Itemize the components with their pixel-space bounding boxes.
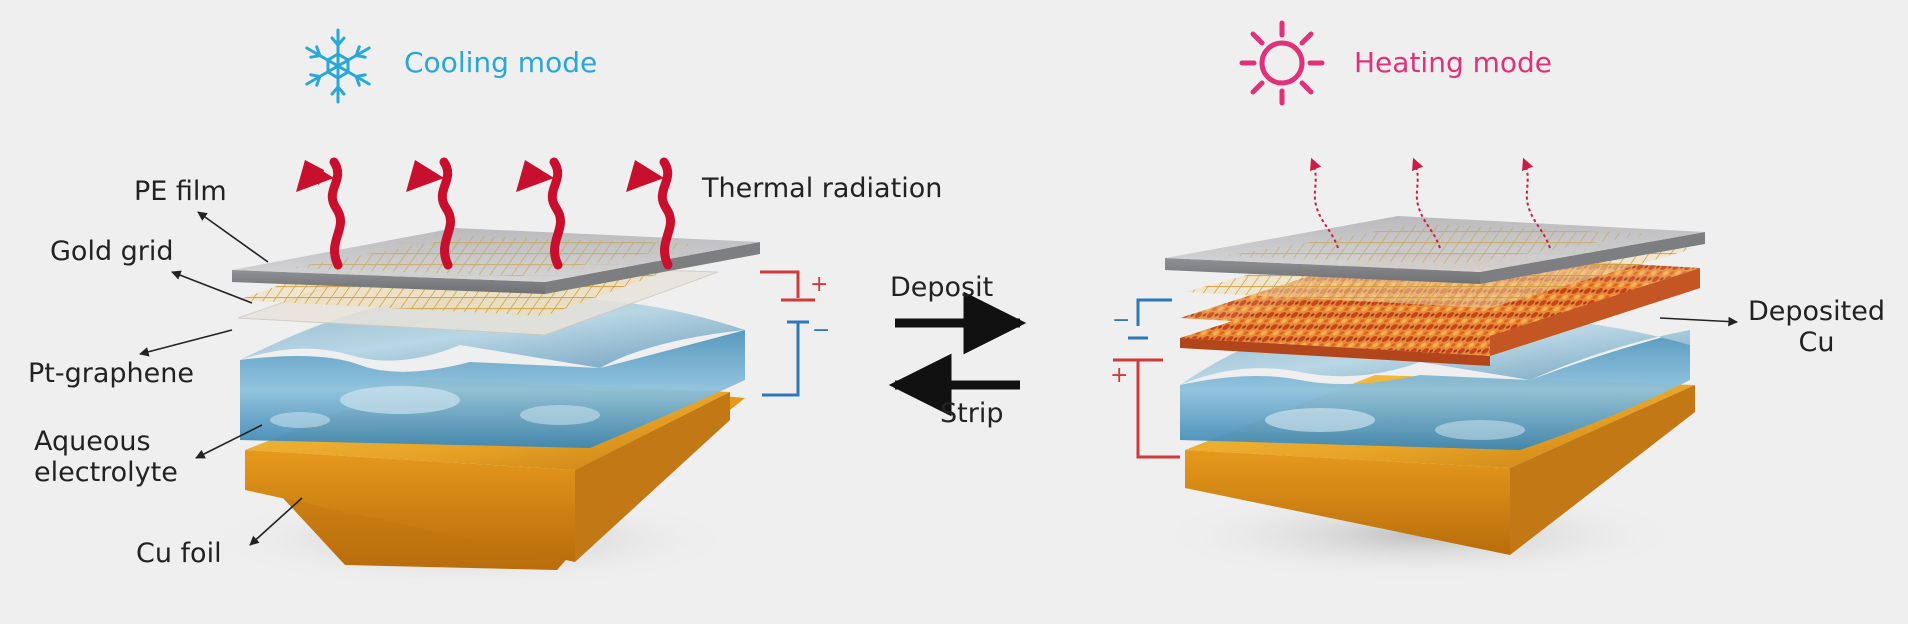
cooling-leaders [139, 211, 303, 546]
thermal-arrow-2 [437, 157, 456, 270]
cooling-electrolyte-layer [240, 295, 745, 448]
heating-negative-lead [1136, 298, 1172, 326]
heating-positive-lead [1136, 360, 1180, 459]
cooling-device [139, 157, 815, 590]
sun-icon [1239, 20, 1325, 106]
cu-foil-leader [249, 497, 303, 546]
cooling-negative-sign: − [812, 318, 831, 343]
weak-radiation-arrows [1309, 157, 1551, 249]
electrolyte-leader [195, 424, 263, 459]
thermal-radiation-label: Thermal radiation [702, 173, 943, 204]
thermal-arrowhead-3 [516, 160, 554, 192]
gold-grid-label: Gold grid [50, 236, 174, 267]
pt-graphene-leader [139, 329, 233, 357]
electrolyte-label-line2: electrolyte [34, 457, 178, 489]
cooling-positive-sign: + [810, 272, 829, 297]
cooling-pe-film-layer [232, 228, 760, 294]
heating-mode-title: Heating mode [1354, 46, 1553, 79]
cu-foil-label: Cu foil [136, 538, 222, 569]
strip-label: Strip [940, 398, 1004, 429]
heating-negative-sign: − [1112, 308, 1131, 333]
thermal-arrowhead-1b [296, 160, 334, 192]
deposited-cu-leader [1659, 316, 1738, 327]
electrolyte-label: Aqueous electrolyte [34, 426, 178, 488]
heating-device [1113, 157, 1738, 583]
thermal-radiation-arrows [327, 157, 676, 270]
heating-circuit [1113, 298, 1180, 459]
thermal-arrow-1 [327, 157, 346, 270]
cooling-mode-title: Cooling mode [404, 46, 598, 79]
pe-film-label: PE film [134, 176, 227, 207]
thermal-arrow-4 [657, 157, 676, 270]
deposited-cu-label-line2: Cu [1798, 327, 1835, 359]
cooling-positive-lead [760, 270, 800, 298]
process-arrows [888, 291, 1027, 417]
weak-arrow-1 [1309, 157, 1339, 249]
gold-grid-leader [171, 270, 253, 304]
thermal-arrow-3 [547, 157, 566, 270]
electrolyte-label-line1: Aqueous [34, 426, 151, 457]
cooling-negative-lead [762, 322, 800, 397]
heating-pe-film-layer [1165, 216, 1705, 284]
cooling-circuit [760, 270, 815, 397]
deposited-cu-label: Deposited Cu [1748, 296, 1885, 358]
deposited-cu-label-line1: Deposited [1748, 296, 1885, 327]
deposit-label: Deposit [890, 272, 994, 303]
weak-arrow-3 [1521, 157, 1551, 249]
thermal-arrowhead-2 [406, 160, 444, 192]
weak-arrow-2 [1411, 157, 1441, 249]
pt-graphene-label: Pt-graphene [28, 358, 194, 389]
snowflake-icon [305, 28, 371, 104]
pe-film-leader [197, 211, 269, 263]
thermal-arrowhead-4 [626, 160, 664, 192]
thermal-arrowheads [296, 160, 664, 192]
heating-positive-sign: + [1110, 363, 1129, 388]
